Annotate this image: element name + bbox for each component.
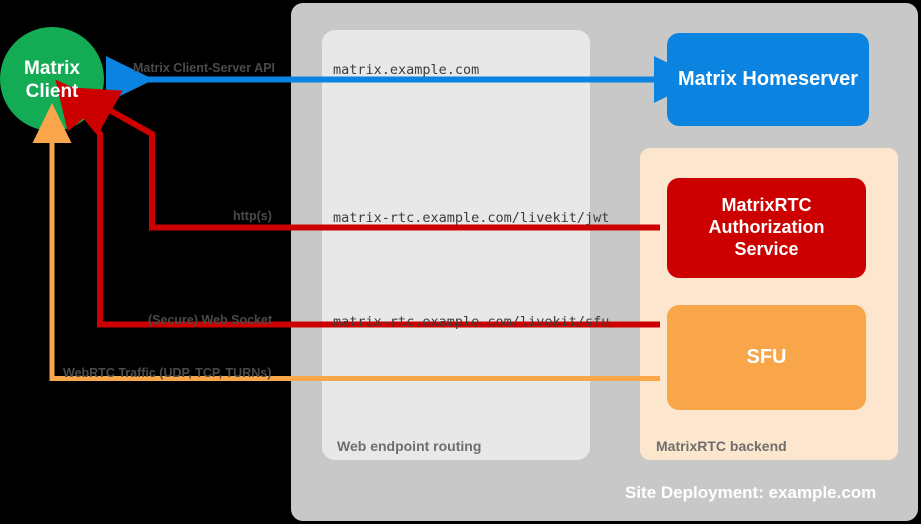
connector-websocket-sfu xyxy=(55,79,660,328)
connector-webrtc-traffic xyxy=(32,103,660,381)
sfu-node[interactable] xyxy=(667,305,866,410)
matrixrtc-auth-service-node[interactable] xyxy=(667,178,866,278)
connector-https-jwt xyxy=(69,87,660,231)
matrix-homeserver-node[interactable] xyxy=(667,33,869,126)
web-routing-panel xyxy=(322,30,590,460)
